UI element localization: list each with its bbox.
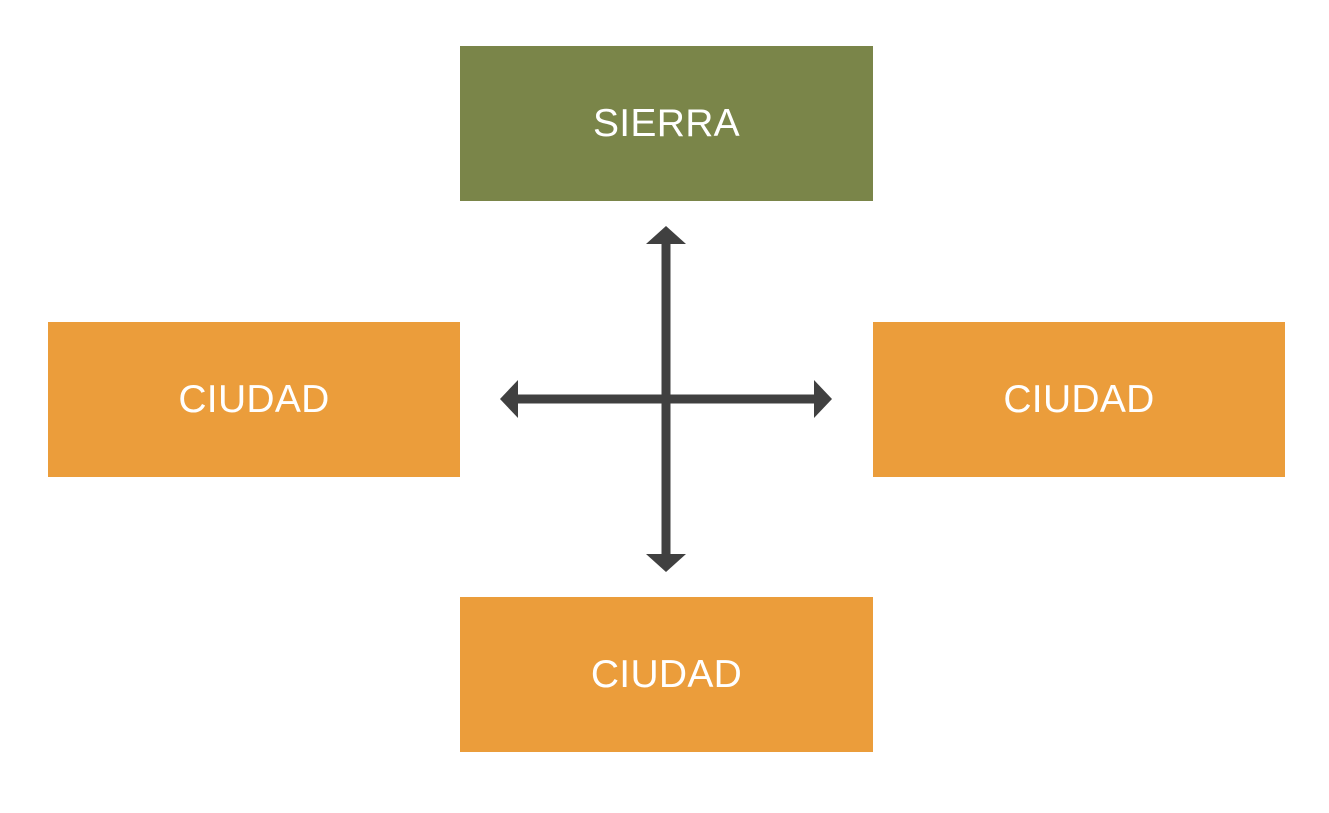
node-ciudad-bottom: CIUDAD (460, 597, 873, 752)
node-sierra: SIERRA (460, 46, 873, 201)
node-sierra-label: SIERRA (592, 101, 740, 145)
arrow-head-down (646, 554, 686, 572)
arrow-head-right (814, 380, 832, 418)
arrow-head-up (646, 226, 686, 244)
node-ciudad-left-label: CIUDAD (178, 377, 330, 421)
arrow-head-left (500, 380, 518, 418)
node-ciudad-bottom-label: CIUDAD (590, 652, 743, 696)
node-ciudad-left: CIUDAD (48, 322, 460, 477)
node-ciudad-right: CIUDAD (873, 322, 1285, 477)
node-ciudad-right-label: CIUDAD (1003, 377, 1155, 421)
